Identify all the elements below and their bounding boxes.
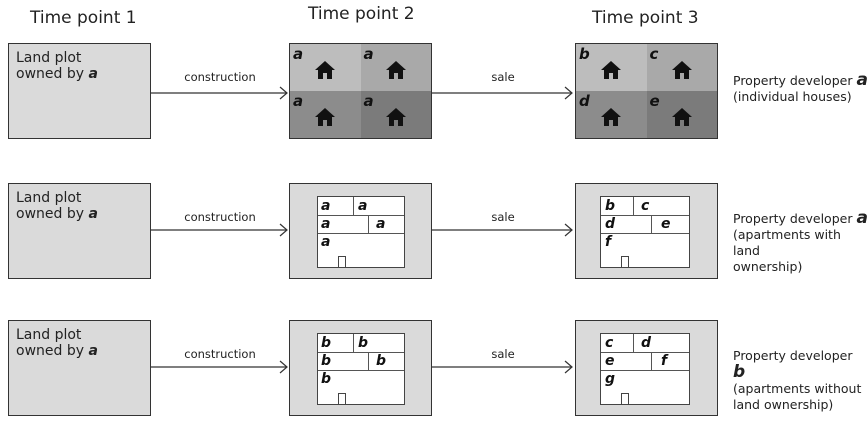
land-plot-row-2: Land plot owned by a: [8, 183, 151, 279]
arrow-right-icon: [432, 360, 573, 374]
door-icon: [621, 393, 629, 404]
houses-grid-row-1: a a a a: [289, 43, 432, 139]
apartment-building: c d e f g: [600, 333, 690, 405]
house-icon: [315, 61, 336, 80]
arrow-right-icon: [151, 223, 288, 237]
arrow-label-construction: construction: [184, 70, 256, 84]
apartment-owner-label: c: [605, 335, 614, 351]
land-plot-row-1: Land plot owned by a: [8, 43, 151, 139]
house-icon: [601, 61, 622, 80]
arrow-right-icon: [432, 223, 573, 237]
arrow-label-sale: sale: [491, 210, 515, 224]
arrow-label-construction: construction: [184, 347, 256, 361]
house-plot: d: [576, 91, 647, 138]
apartment-owner-label: a: [376, 216, 386, 232]
land-plot-row-3: Land plot owned by a: [8, 320, 151, 416]
houses-grid-row-1-sold: b c d e: [575, 43, 718, 139]
apartment-owner-label: b: [321, 371, 332, 387]
developer-description-row-1: Property developer a (individual houses): [733, 70, 868, 105]
house-icon: [671, 61, 692, 80]
developer-description-row-3: Property developer b (apartments without…: [733, 348, 862, 412]
apartment-owner-label: b: [376, 353, 387, 369]
house-icon: [315, 108, 336, 127]
arrow-label-construction: construction: [184, 210, 256, 224]
land-plot-label: Land plot owned by a: [16, 327, 98, 359]
apartment-owner-label: f: [661, 353, 668, 369]
arrow-label-sale: sale: [491, 70, 515, 84]
house-plot: a: [360, 44, 431, 91]
house-icon: [601, 108, 622, 127]
house-plot: c: [646, 44, 717, 91]
apartment-owner-label: e: [605, 353, 615, 369]
house-icon: [385, 108, 406, 127]
header-time-point-3: Time point 3: [592, 8, 699, 28]
arrow-right-icon: [432, 86, 573, 100]
arrow-label-sale: sale: [491, 347, 515, 361]
door-icon: [338, 393, 346, 404]
apartment-owner-label: a: [321, 216, 331, 232]
house-plot: e: [646, 91, 717, 138]
door-icon: [338, 256, 346, 267]
house-icon: [671, 108, 692, 127]
apartment-owner-label: b: [605, 198, 616, 214]
apartment-owner-label: b: [358, 335, 369, 351]
apartment-plot-row-3: b b b b b: [289, 320, 432, 416]
apartment-owner-label: d: [605, 216, 616, 232]
apartment-owner-label: b: [321, 353, 332, 369]
developer-description-row-2: Property developer a (apartments with la…: [733, 208, 868, 275]
apartment-building: b c d e f: [600, 196, 690, 268]
header-time-point-2: Time point 2: [308, 4, 415, 24]
land-plot-label: Land plot owned by a: [16, 50, 98, 82]
apartment-building: b b b b b: [317, 333, 405, 405]
house-plot: a: [360, 91, 431, 138]
apartment-owner-label: f: [605, 234, 612, 250]
apartment-plot-row-3-sold: c d e f g: [575, 320, 718, 416]
arrow-right-icon: [151, 86, 288, 100]
apartment-owner-label: a: [321, 198, 331, 214]
apartment-owner-label: g: [605, 371, 616, 387]
header-time-point-1: Time point 1: [30, 8, 137, 28]
house-plot: b: [576, 44, 647, 91]
apartment-owner-label: a: [321, 234, 331, 250]
house-icon: [385, 61, 406, 80]
apartment-owner-label: a: [358, 198, 368, 214]
land-plot-label: Land plot owned by a: [16, 190, 98, 222]
apartment-building: a a a a a: [317, 196, 405, 268]
apartment-owner-label: b: [321, 335, 332, 351]
apartment-plot-row-2: a a a a a: [289, 183, 432, 279]
apartment-plot-row-2-sold: b c d e f: [575, 183, 718, 279]
apartment-owner-label: d: [641, 335, 652, 351]
house-plot: a: [290, 91, 361, 138]
house-plot: a: [290, 44, 361, 91]
arrow-right-icon: [151, 360, 288, 374]
apartment-owner-label: e: [661, 216, 671, 232]
apartment-owner-label: c: [641, 198, 650, 214]
door-icon: [621, 256, 629, 267]
